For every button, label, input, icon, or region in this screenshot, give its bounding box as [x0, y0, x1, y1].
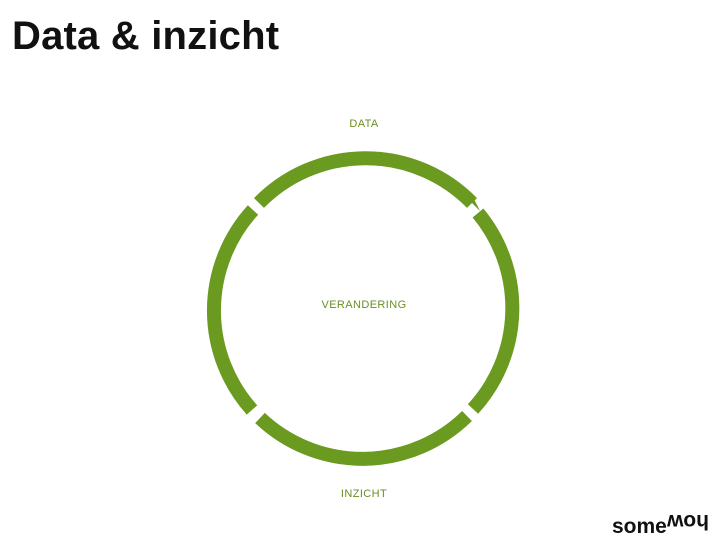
cycle-arrowhead-top-right	[464, 195, 480, 211]
cycle-arc-right	[467, 208, 520, 414]
cycle-arc-left	[206, 205, 259, 415]
cycle-label-data: DATA	[349, 118, 379, 130]
cycle-label-inzicht: INZICHT	[340, 488, 388, 500]
slide-title: Data & inzicht	[12, 14, 280, 58]
logo-text-some: some	[612, 515, 667, 538]
cycle-label-verandering: VERANDERING	[321, 299, 407, 311]
cycle-arc-top	[254, 151, 477, 208]
somehow-logo: somehow	[612, 510, 709, 538]
logo-text-how: how	[666, 510, 709, 533]
cycle-arc-bottom	[255, 411, 472, 466]
